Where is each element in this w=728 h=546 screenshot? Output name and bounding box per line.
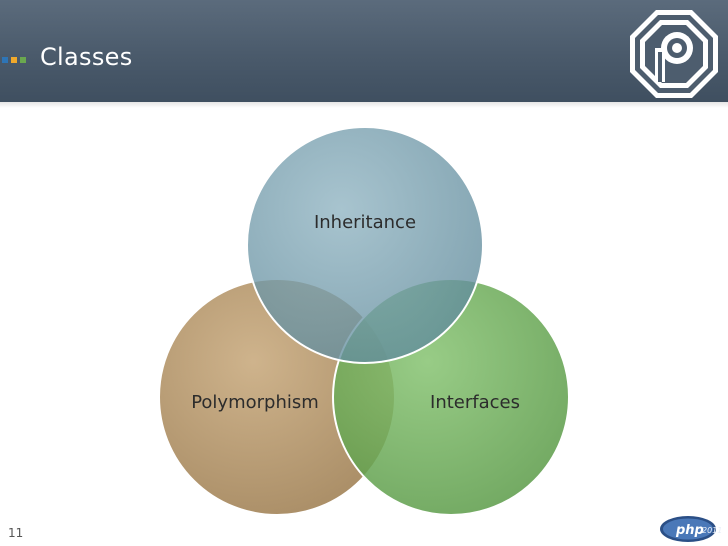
- bullet-square-blue: [2, 57, 8, 63]
- header-shadow: [0, 102, 728, 108]
- page-number: 11: [8, 526, 24, 540]
- badge-php-text: php: [675, 523, 704, 538]
- venn-label-inheritance: Inheritance: [314, 212, 416, 233]
- bullet-square-green: [20, 57, 26, 63]
- slide-header: Classes: [0, 0, 728, 102]
- venn-circle-inheritance: [246, 126, 484, 364]
- venn-label-interfaces: Interfaces: [430, 392, 520, 413]
- venn-label-polymorphism: Polymorphism: [191, 392, 319, 413]
- title-bullets: [2, 57, 26, 63]
- badge-year-text: 2011: [702, 526, 722, 535]
- company-logo-icon: [630, 10, 718, 98]
- bullet-square-orange: [11, 57, 17, 63]
- php-2011-badge-icon: php 2011: [660, 516, 722, 542]
- slide-title: Classes: [40, 43, 133, 71]
